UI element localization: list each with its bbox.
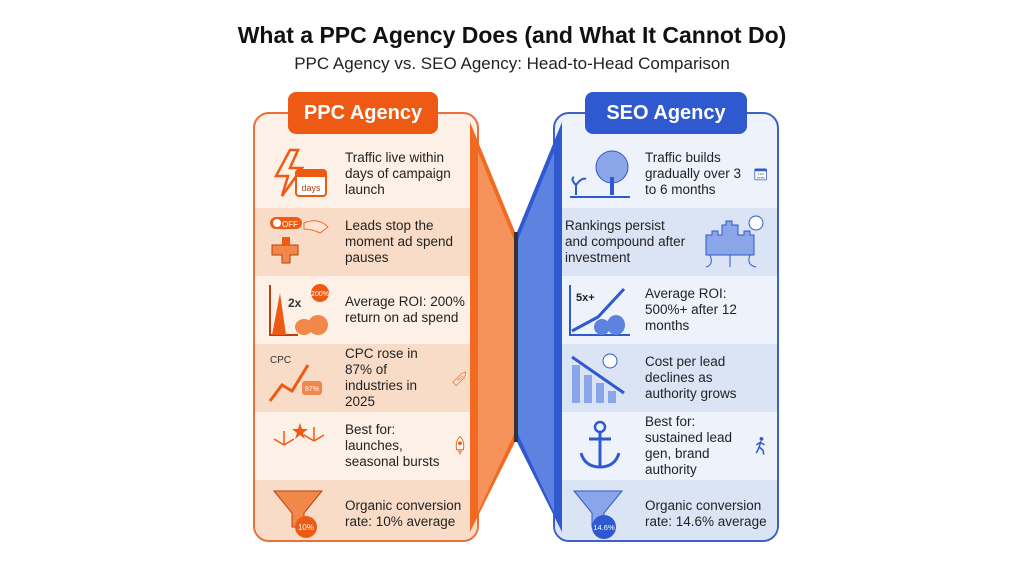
- page-title: What a PPC Agency Does (and What It Cann…: [237, 22, 787, 48]
- seo-header: SEO Agency: [585, 92, 747, 134]
- money-bags-icon: 2x 200%: [265, 282, 335, 338]
- svg-text:PRICE: PRICE: [457, 374, 466, 382]
- rocket-icon: [455, 436, 465, 456]
- seo-row-text: Average ROI: 500%+ after 12 months: [645, 286, 737, 333]
- seo-row-traffic: Traffic builds gradually over 3 to 6 mon…: [555, 140, 777, 208]
- seo-row-conversion: 14.6% Organic conversion rate: 14.6% ave…: [555, 480, 777, 540]
- seo-row-roi: 5x+ Average ROI: 500%+ after 12 months: [555, 276, 777, 344]
- roi-label: 5x+: [576, 292, 595, 304]
- seo-row-text: Traffic builds gradually over 3 to 6 mon…: [645, 150, 742, 197]
- roi-label: 2x: [288, 296, 302, 310]
- svg-text:months: months: [756, 176, 765, 179]
- conversion-badge: 10%: [298, 523, 314, 532]
- seo-panel: Traffic builds gradually over 3 to 6 mon…: [553, 112, 779, 542]
- ppc-row-speed: days Traffic live within days of campaig…: [255, 140, 477, 208]
- svg-text:3 to 6: 3 to 6: [757, 173, 764, 176]
- ppc-row-text: CPC rose in 87% of industries in 2025: [345, 346, 418, 409]
- growth-chart-money-icon: 5x+: [565, 282, 635, 338]
- ppc-row-text: Organic conversion rate: 10% average: [345, 498, 462, 529]
- funnel-icon: 10%: [265, 486, 335, 540]
- seo-row-text: Cost per lead declines as authority grow…: [645, 354, 737, 401]
- ppc-row-text: Leads stop the moment ad spend pauses: [345, 218, 454, 265]
- seo-row-rankings: Rankings persist and compound after inve…: [555, 208, 777, 276]
- seo-row-text: Best for: sustained lead gen, brand auth…: [645, 414, 733, 477]
- page-subtitle: PPC Agency vs. SEO Agency: Head-to-Head …: [294, 54, 730, 73]
- off-badge: OFF: [282, 220, 298, 229]
- funnel-icon: 14.6%: [565, 486, 635, 540]
- ppc-row-text: Average ROI: 200% return on ad spend: [345, 294, 465, 325]
- anchor-icon: [565, 418, 635, 474]
- ppc-header: PPC Agency: [288, 92, 438, 134]
- roi-badge: 200%: [311, 291, 329, 298]
- fireworks-icon: [265, 418, 335, 474]
- ppc-row-conversion: 10% Organic conversion rate: 10% average: [255, 480, 477, 540]
- seo-row-text: Organic conversion rate: 14.6% average: [645, 498, 767, 529]
- cpc-badge: 87%: [305, 386, 319, 393]
- tree-growth-icon: [565, 146, 635, 202]
- days-badge: days: [301, 183, 321, 193]
- cpc-label: CPC: [270, 355, 291, 366]
- seo-row-text: Rankings persist and compound after inve…: [565, 218, 686, 265]
- ppc-row-cpc: CPC 87% CPC rose in 87% of industries in …: [255, 344, 477, 412]
- conversion-badge: 14.6%: [593, 523, 615, 532]
- declining-chart-icon: [565, 350, 635, 406]
- ppc-row-leads: OFF Leads stop the moment ad spend pause…: [255, 208, 477, 276]
- seo-row-cost: Cost per lead declines as authority grow…: [555, 344, 777, 412]
- price-tag-icon: PRICE: [452, 371, 467, 387]
- connector-funnel: [470, 122, 562, 532]
- castle-roots-icon: [697, 214, 767, 270]
- ppc-row-text: Traffic live within days of campaign lau…: [345, 150, 451, 197]
- runner-icon: [755, 437, 766, 455]
- ppc-row-text: Best for: launches, seasonal bursts: [345, 422, 440, 469]
- seo-row-best-for: Best for: sustained lead gen, brand auth…: [555, 412, 777, 480]
- ppc-row-roi: 2x 200% Average ROI: 200% return on ad sp…: [255, 276, 477, 344]
- ppc-panel: days Traffic live within days of campaig…: [253, 112, 479, 542]
- faucet-off-switch-icon: OFF: [265, 214, 335, 270]
- lightning-calendar-icon: days: [265, 146, 335, 202]
- rising-price-tag-icon: CPC 87%: [265, 350, 335, 406]
- ppc-row-best-for: Best for: launches, seasonal bursts: [255, 412, 477, 480]
